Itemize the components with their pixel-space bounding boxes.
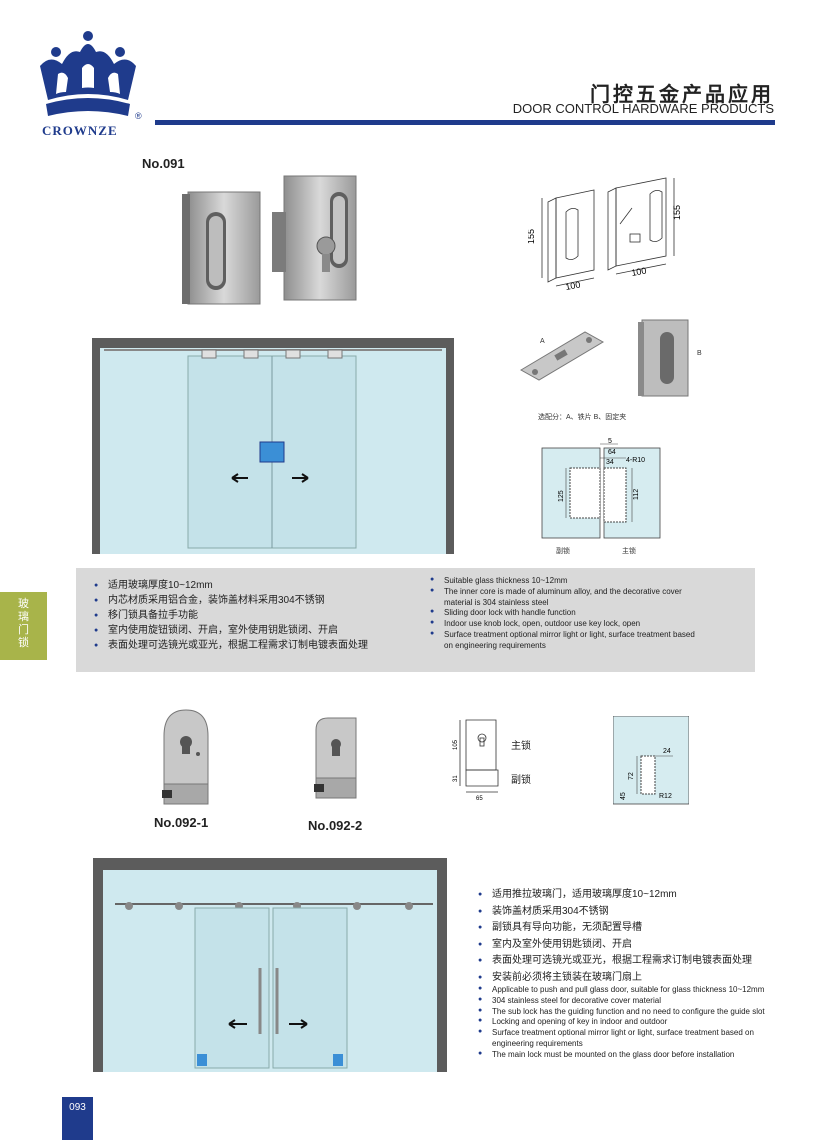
brand-name: CROWNZE	[42, 123, 118, 138]
feature-item: 安装前必须将主锁装在玻璃门扇上	[478, 970, 752, 987]
feature-item: Indoor use knob lock, open, outdoor use …	[430, 618, 700, 630]
features-091-en: Suitable glass thickness 10~12mm The inn…	[430, 575, 700, 652]
feature-item: Locking and opening of key in indoor and…	[478, 1016, 788, 1028]
door-092-illustration	[93, 858, 447, 1072]
dim-width-b: 100	[631, 266, 648, 278]
side-tab-char: 璃	[18, 611, 29, 623]
dim-34: 34	[606, 459, 614, 466]
product-092-1-label: No.092-1	[154, 815, 209, 830]
side-tab-char: 锁	[18, 637, 29, 649]
features-092-en: Applicable to push and pull glass door, …	[478, 984, 788, 1061]
dim-72: 72	[628, 772, 635, 780]
dim-r10: 4-R10	[626, 457, 645, 464]
feature-item: 装饰盖材质采用304不锈钢	[478, 904, 752, 921]
feature-item: 室内及室外使用钥匙锁闭、开启	[478, 937, 752, 954]
category-side-tab: 玻 璃 门 锁	[0, 592, 47, 660]
product-091-dimension-drawing: 155 100 155 100	[528, 177, 682, 292]
product-092-2-label: No.092-2	[308, 818, 363, 833]
dim-24: 24	[663, 748, 671, 755]
accessory-a-plate	[519, 331, 605, 381]
feature-item: Suitable glass thickness 10~12mm	[430, 575, 700, 587]
dim-width-a: 100	[565, 280, 582, 292]
dim-r12: R12	[659, 793, 672, 800]
sub-lock-label-091: 副锁	[556, 548, 570, 555]
option-b-label: B	[697, 350, 702, 357]
feature-item: 表面处理可选镜光或亚光，根据工程需求订制电镀表面处理	[478, 953, 752, 970]
dim-64: 64	[608, 449, 616, 456]
feature-item: Sliding door lock with handle function	[430, 607, 700, 619]
feature-item: Applicable to push and pull glass door, …	[478, 984, 788, 996]
page-title-en: DOOR CONTROL HARDWARE PRODUCTS	[512, 101, 774, 116]
side-tab-char: 门	[18, 624, 29, 636]
dim-105: 105	[453, 739, 459, 750]
feature-item: 表面处理可选镜光或亚光，根据工程需求订制电镀表面处理	[94, 638, 368, 653]
dim-112: 112	[633, 489, 640, 500]
feature-item: 移门锁具备拉手功能	[94, 608, 368, 623]
accessory-note: 选配分：A、铁片 B、固定夹	[538, 414, 627, 421]
dim-31: 31	[453, 775, 459, 782]
dim-5: 5	[608, 438, 612, 445]
crown-logo	[40, 31, 136, 116]
feature-item: 适用推拉玻璃门，适用玻璃厚度10~12mm	[478, 887, 752, 904]
page-number: 093	[62, 1097, 93, 1140]
features-091-cn: 适用玻璃厚度10~12mm 内芯材质采用铝合金，装饰盖材料采用304不锈钢 移门…	[94, 578, 368, 653]
dim-65: 65	[476, 796, 483, 802]
sub-lock-label-092: 副锁	[511, 775, 531, 786]
features-092-cn: 适用推拉玻璃门，适用玻璃厚度10~12mm 装饰盖材质采用304不锈钢 副锁具有…	[478, 887, 752, 986]
feature-item: The inner core is made of aluminum alloy…	[430, 586, 700, 609]
dim-height-b: 155	[672, 205, 682, 220]
feature-item: The sub lock has the guiding function an…	[478, 1006, 788, 1018]
product-092-dimension-drawing: 105 31 65	[453, 719, 499, 802]
feature-item: 内芯材质采用铝合金，装饰盖材料采用304不锈钢	[94, 593, 368, 608]
feature-item: The main lock must be mounted on the gla…	[478, 1049, 788, 1061]
page-title-cn: 门控五金产品应用	[590, 84, 774, 106]
feature-item: 适用玻璃厚度10~12mm	[94, 578, 368, 593]
product-092-cutout-drawing: 24 72 45 R12	[613, 716, 689, 805]
dim-45: 45	[620, 792, 627, 800]
feature-item: 304 stainless steel for decorative cover…	[478, 995, 788, 1007]
feature-item: Surface treatment optional mirror light …	[478, 1027, 788, 1050]
product-092-1-photo	[162, 709, 209, 805]
feature-item: 副锁具有导向功能，无须配置导槽	[478, 920, 752, 937]
product-091-label: No.091	[142, 156, 185, 171]
option-a-label: A	[540, 338, 545, 345]
product-092-2-photo	[314, 717, 357, 799]
main-lock-label-091: 主锁	[622, 548, 636, 555]
accessory-b-clamp	[638, 319, 689, 397]
registered-mark: ®	[135, 111, 142, 121]
feature-item: Surface treatment optional mirror light …	[430, 629, 700, 652]
dim-125: 125	[558, 490, 565, 502]
feature-item: 室内使用旋钮锁闭、开启，室外使用钥匙锁闭、开启	[94, 623, 368, 638]
door-091-illustration	[92, 338, 454, 554]
main-lock-label-092: 主锁	[511, 741, 531, 752]
side-tab-char: 玻	[18, 598, 29, 610]
header-rule	[155, 120, 775, 125]
product-091-photo	[182, 175, 357, 305]
dim-height-a: 155	[528, 229, 536, 244]
product-091-cutout-drawing: 5 64 34 4-R10 125 112	[541, 438, 661, 539]
